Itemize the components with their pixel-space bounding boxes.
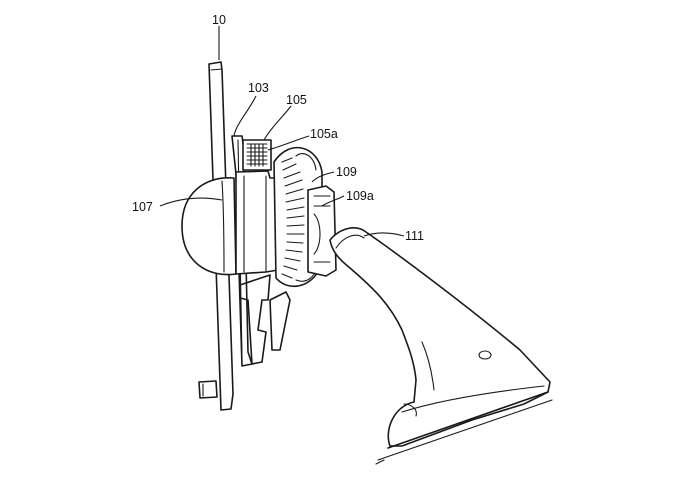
label-10: 10 bbox=[212, 13, 226, 27]
label-105a: 105a bbox=[310, 127, 338, 141]
panel-10 bbox=[198, 61, 234, 411]
reference-labels: 10 103 105 105a 107 109 109a 111 bbox=[132, 13, 424, 243]
housing-body bbox=[235, 170, 291, 365]
knob-107 bbox=[181, 177, 237, 276]
label-105: 105 bbox=[286, 93, 307, 107]
label-103: 103 bbox=[248, 81, 269, 95]
label-109a: 109a bbox=[346, 189, 374, 203]
magnet-105 bbox=[242, 139, 272, 171]
label-111: 111 bbox=[405, 229, 424, 243]
label-109: 109 bbox=[336, 165, 357, 179]
support-arm-111 bbox=[329, 227, 553, 465]
label-107: 107 bbox=[132, 200, 153, 214]
leader-lines bbox=[159, 26, 405, 237]
ball-joint-109 bbox=[273, 146, 337, 288]
